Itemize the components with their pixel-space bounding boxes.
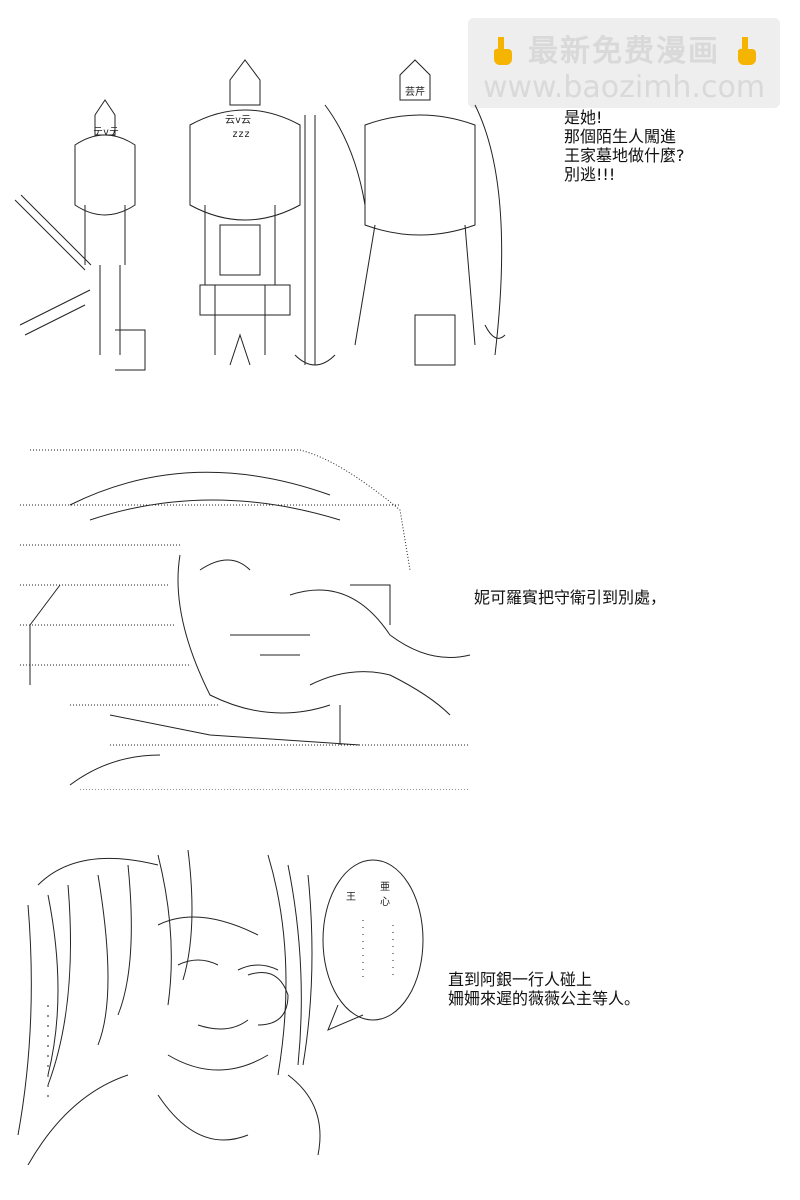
guards-ascii-art: 芸芹 云v云 zzz テvテ <box>5 55 525 385</box>
bubble-label: 亜 <box>380 882 390 893</box>
art-label: zzz <box>232 129 250 140</box>
watermark-url: www.baozimh.com <box>482 70 766 105</box>
pointing-hand-icon <box>488 35 516 65</box>
robin-ascii-art <box>10 445 480 790</box>
art-label: 云v云 <box>225 115 251 126</box>
panel-caption: 妮可羅賓把守衛引到別處， <box>474 588 667 607</box>
vivi-ascii-art: 亜 心 王 <box>8 845 428 1165</box>
panel-caption: 是她! 那個陌生人闖進 王家墓地做什麼? 別逃!!! <box>564 108 685 184</box>
watermark-title: 最新免费漫画 <box>528 34 720 69</box>
pointing-hand-icon <box>732 35 760 65</box>
panel-caption: 直到阿銀一行人碰上 姍姍來遲的薇薇公主等人。 <box>448 970 641 1008</box>
panel-robin: 妮可羅賓把守衛引到別處， <box>0 430 800 800</box>
bubble-label: 心 <box>380 896 390 908</box>
panel-vivi: 亜 心 王 直到阿銀一行人碰上 姍姍來遲的薇薇公主等人。 <box>0 840 800 1170</box>
panel-guards: 芸芹 云v云 zzz テvテ 是她! 那個陌生人闖進 王家墓地做什麼? 別逃!!… <box>0 0 800 400</box>
watermark: 最新免费漫画 www.baozimh.com <box>468 18 780 108</box>
art-label: 芸芹 <box>405 85 425 98</box>
art-label: テvテ <box>93 127 119 138</box>
bubble-label: 王 <box>346 892 356 903</box>
